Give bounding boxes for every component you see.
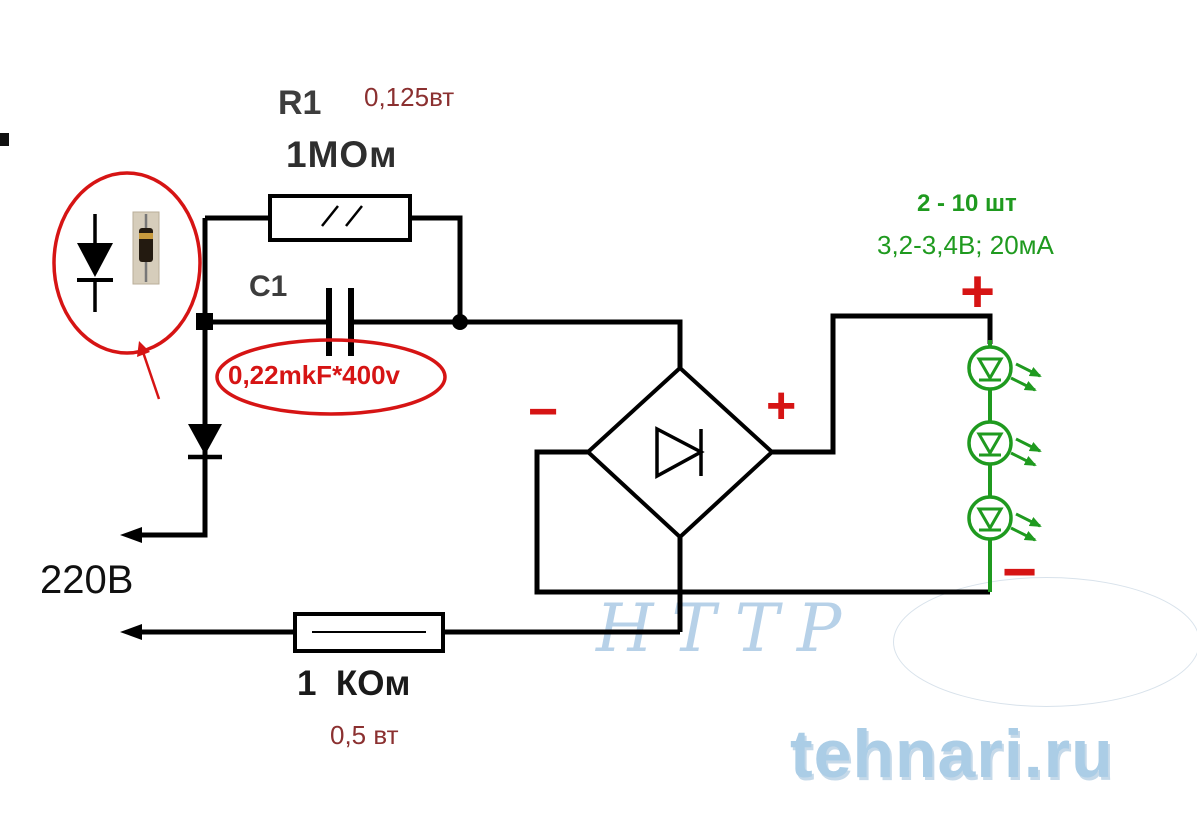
r2-value-label: 1 КОм bbox=[297, 664, 411, 703]
r1-value-label: 1МОм bbox=[286, 134, 398, 175]
c1-value-label: 0,22mkF*400v bbox=[228, 360, 401, 390]
cap-value-highlight bbox=[215, 338, 447, 416]
r1-name-label: R1 bbox=[278, 84, 322, 122]
led-chain bbox=[967, 340, 1042, 592]
c1-name-label: C1 bbox=[249, 270, 288, 303]
led-icon bbox=[967, 420, 1042, 467]
junction-dot bbox=[452, 314, 468, 330]
led-icon bbox=[967, 495, 1042, 542]
led-chain-minus-label: − bbox=[1002, 538, 1038, 605]
edge-artifact bbox=[0, 133, 9, 146]
bridge-minus-label: − bbox=[528, 383, 559, 441]
watermark-site-text: tehnari.ru bbox=[790, 716, 1114, 792]
mains-voltage-label: 220В bbox=[40, 558, 134, 602]
mains-arrow-top-icon bbox=[120, 527, 142, 543]
resistor-r2-icon bbox=[293, 612, 445, 653]
watermark-http-text: HTTP bbox=[596, 590, 860, 667]
watermark-ellipse bbox=[893, 577, 1197, 707]
junction-square bbox=[196, 313, 213, 330]
led-chain-plus-label: + bbox=[960, 258, 996, 325]
red-circle bbox=[52, 171, 202, 355]
r1-power-label: 0,125вт bbox=[364, 82, 455, 112]
led-count-label: 2 - 10 шт bbox=[917, 190, 1017, 217]
bridge-rectifier-icon bbox=[585, 365, 775, 540]
diode-icon bbox=[188, 424, 222, 460]
led-spec-label: 3,2-3,4В; 20мА bbox=[877, 230, 1054, 260]
mains-arrow-bottom-icon bbox=[120, 624, 142, 640]
circled-diode-detail bbox=[52, 171, 202, 355]
r2-power-label: 0,5 вт bbox=[330, 720, 399, 750]
bridge-plus-label: + bbox=[766, 377, 797, 435]
led-icon bbox=[967, 345, 1042, 392]
resistor-r1-icon bbox=[268, 194, 412, 242]
annotation-arrow-icon bbox=[137, 341, 161, 400]
diode-photo bbox=[132, 211, 160, 285]
capacitor-c1-icon bbox=[326, 288, 354, 356]
